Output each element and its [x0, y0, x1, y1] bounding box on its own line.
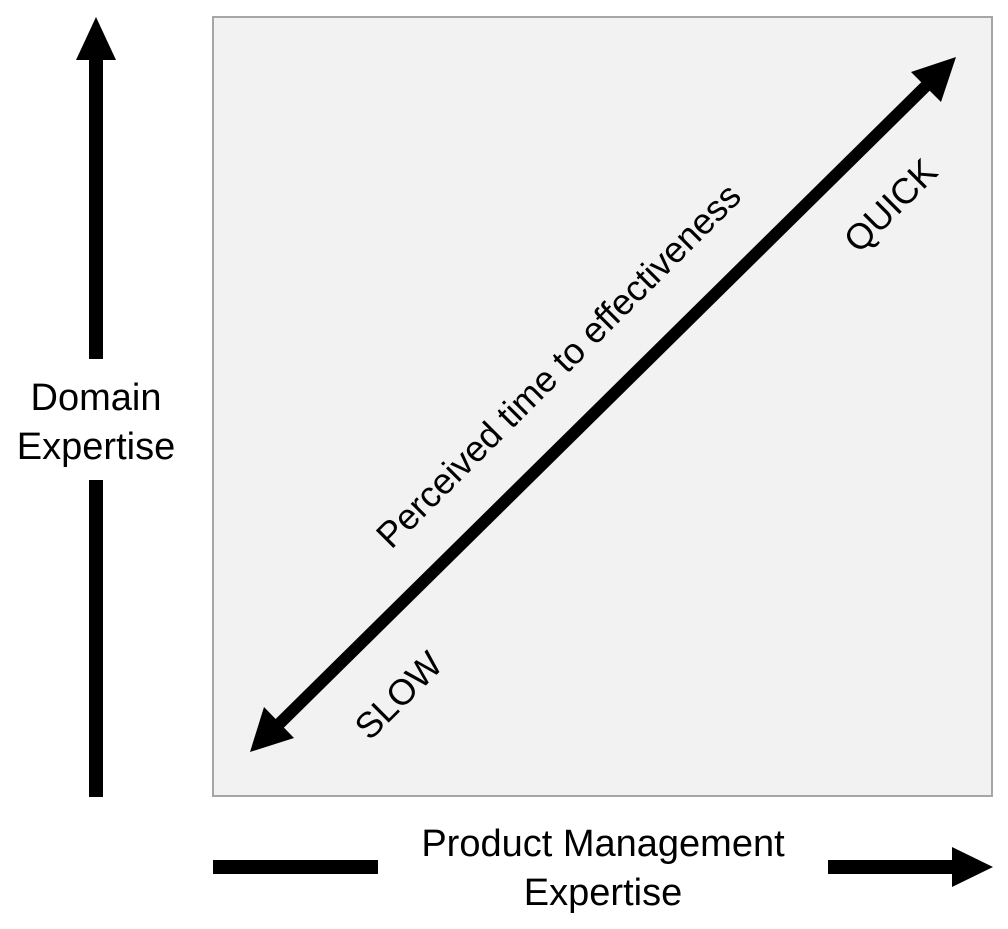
y-axis-label-line2: Expertise: [17, 426, 175, 468]
arrowhead-right-icon: [952, 847, 993, 887]
diagonal-double-arrow: [250, 57, 956, 752]
y-axis-arrow: [76, 17, 116, 797]
y-axis-label-line1: Domain: [31, 377, 162, 419]
arrowhead-down-left-icon: [250, 707, 294, 752]
arrowhead-up-right-icon: [911, 57, 956, 102]
arrowhead-up-icon: [76, 17, 116, 60]
x-axis-arrow: [213, 847, 993, 887]
x-axis-label-line2: Expertise: [524, 872, 682, 914]
x-axis-label-line1: Product Management: [421, 823, 785, 865]
